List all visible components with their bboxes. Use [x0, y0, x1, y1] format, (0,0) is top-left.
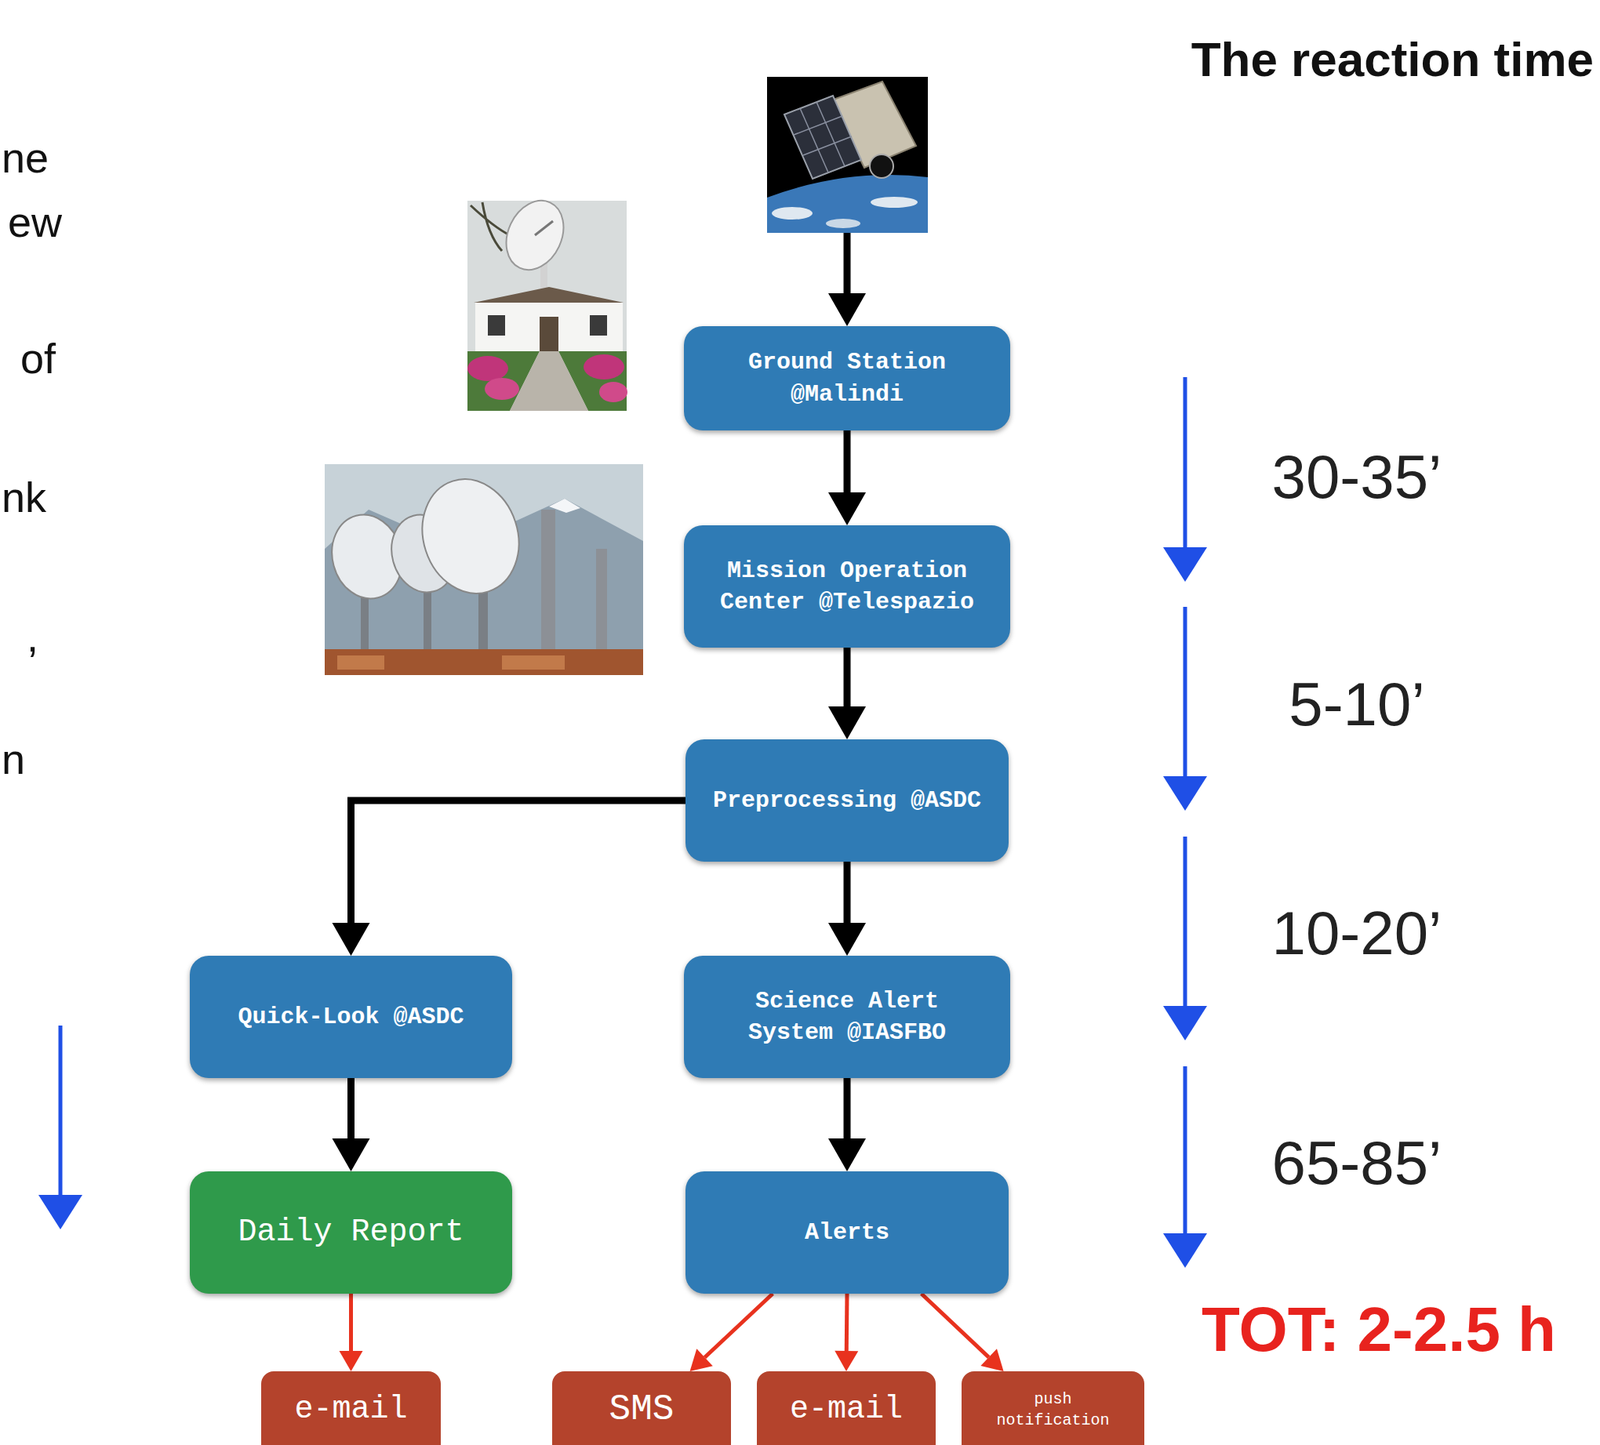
connector-line [921, 1294, 990, 1358]
box-label: SMS [609, 1385, 675, 1435]
antennas-photo [323, 464, 644, 676]
side-text-fragment: nk [1, 472, 47, 522]
side-text-fragment: , [26, 612, 39, 662]
flow-arrow [828, 1078, 866, 1172]
box-label: Preprocessing @ASDC [712, 785, 982, 818]
flow-arrow [690, 1294, 774, 1372]
timing-arrows [38, 377, 1208, 1269]
box-label: e-mail [789, 1389, 903, 1432]
ground-station-photo [467, 191, 628, 411]
side-text-fragment: ne [1, 133, 49, 182]
flow-arrow [834, 1294, 859, 1372]
box-label: push notification [977, 1389, 1129, 1432]
flow-arrow [332, 1078, 371, 1172]
process-box: Mission Operation Center @Telespazio [683, 525, 1011, 648]
box-label: Mission Operation Center @Telespazio [707, 555, 987, 619]
output-channel-box: e-mail [261, 1371, 441, 1445]
arrow-head [828, 1138, 866, 1172]
time-label: 65-85’ [1223, 1127, 1491, 1200]
connector-line [843, 647, 851, 707]
box-label: Ground Station @Malindi [707, 346, 987, 411]
output-channel-box: e-mail [756, 1371, 936, 1445]
flow-arrow [332, 800, 687, 957]
connector-line [843, 1078, 851, 1139]
connector-line [843, 861, 851, 924]
side-text-fragment: of [20, 334, 56, 383]
flow-arrow [921, 1294, 1004, 1372]
arrow-head [828, 492, 866, 526]
box-label: Science Alert System @IASFBO [707, 985, 987, 1050]
connector-line [349, 1294, 353, 1352]
arrow-head [980, 1349, 1004, 1372]
arrow-head [828, 706, 866, 740]
total-time: TOT: 2-2.5 h [1174, 1294, 1583, 1367]
connector-line [843, 430, 851, 493]
flow-arrow [339, 1294, 364, 1372]
time-label: 30-35’ [1223, 441, 1491, 513]
process-box: Ground Station @Malindi [683, 326, 1011, 431]
flow-arrow [828, 861, 866, 957]
connector-line [351, 800, 687, 924]
time-label: 5-10’ [1223, 669, 1491, 741]
arrow-head [332, 1138, 371, 1172]
box-label: Quick-Look @ASDC [237, 1001, 464, 1034]
box-label: Daily Report [237, 1211, 464, 1255]
arrow-head [690, 1349, 713, 1372]
downlink-arrow [828, 232, 866, 327]
process-box: Quick-Look @ASDC [189, 956, 513, 1079]
arrow-head [339, 1351, 364, 1372]
side-text-fragment: n [1, 734, 26, 784]
process-box: Alerts [685, 1171, 1009, 1295]
time-label: 10-20’ [1223, 898, 1491, 970]
connector-line [347, 1078, 355, 1139]
flow-arrow [828, 430, 866, 526]
satellite-picture [767, 76, 928, 233]
slide-title: The reaction time [1191, 31, 1594, 88]
report-box: Daily Report [189, 1171, 513, 1295]
output-channel-box: SMS [552, 1371, 731, 1445]
connector-line [844, 1294, 850, 1352]
box-label: e-mail [294, 1389, 408, 1432]
connector-line [705, 1294, 774, 1358]
arrow-head [828, 923, 866, 957]
box-label: Alerts [804, 1217, 890, 1250]
arrow-head [834, 1351, 859, 1372]
process-box: Science Alert System @IASFBO [683, 956, 1011, 1079]
side-text-fragment: ew [7, 197, 62, 247]
arrow-head [332, 923, 371, 957]
flow-arrow [828, 647, 866, 740]
process-box: Preprocessing @ASDC [685, 739, 1009, 862]
output-channel-box: push notification [961, 1371, 1145, 1445]
